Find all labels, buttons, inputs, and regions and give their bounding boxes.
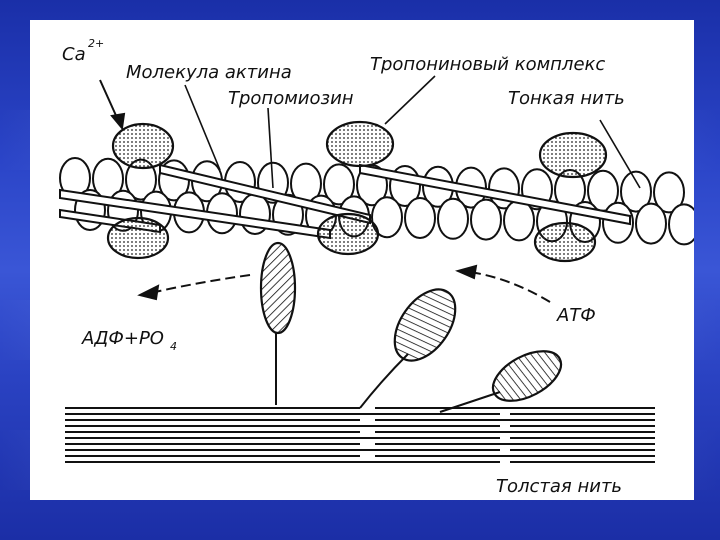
troponin-complex [535,223,595,261]
troponin-complex [318,214,378,254]
sarcomere-diagram: Ca 2+ Молекула актина Тропониновый компл… [30,20,694,500]
troponin-complex [327,122,393,166]
actin-molecule [471,200,501,240]
actin-molecule [405,198,435,238]
actin-molecule [636,204,666,244]
labels: Ca 2+ Молекула актина Тропониновый компл… [62,37,625,497]
troponin-complex [113,124,173,168]
label-calcium: Ca [62,44,86,65]
label-calcium-charge: 2+ [88,37,104,50]
label-actin-molecule: Молекула актина [126,62,292,83]
actin-molecule [504,200,534,240]
myosin-necks [276,333,500,412]
leader-actin [185,85,220,170]
myosin-head [485,341,569,411]
arrow-head [112,114,124,128]
calcium-arrow [100,80,118,120]
myosin-neck [360,354,408,408]
myosin-heads [261,243,569,411]
actin-molecule [438,199,468,239]
label-troponin-complex: Тропониновый комплекс [370,54,605,75]
actin-molecule [669,204,694,244]
atp-arrow [470,272,550,302]
label-thin-filament: Тонкая нить [508,88,625,109]
label-adp: АДФ+РО [81,328,164,349]
label-adp-subscript: 4 [170,340,177,353]
myosin-head [382,278,467,371]
myosin-head [261,243,295,333]
arrow-head [458,266,476,278]
arrow-head [140,286,158,299]
label-thick-filament: Толстая нить [496,476,622,497]
troponin-complex [540,133,606,177]
adp-arrow [155,275,250,292]
thick-filament [65,408,655,462]
label-atp: АТФ [556,305,596,326]
leader-troponin [385,76,435,124]
troponin-complex [108,218,168,258]
label-tropomyosin: Тропомиозин [228,88,354,109]
diagram-panel: Ca 2+ Молекула актина Тропониновый компл… [30,20,694,500]
